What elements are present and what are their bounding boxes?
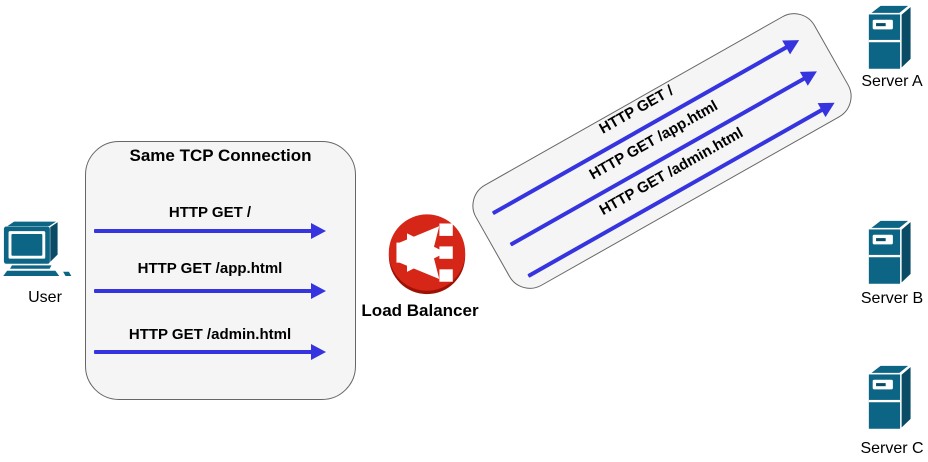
request-arrow-admin [94, 344, 326, 360]
user-label: User [28, 289, 62, 306]
arrow-head [817, 95, 839, 118]
arrow-shaft [94, 350, 315, 354]
arrow-head [311, 283, 326, 299]
user-computer-icon [3, 221, 73, 277]
server-a-label: Server A [861, 73, 923, 90]
request-label-admin: HTTP GET /admin.html [128, 326, 292, 343]
server-a-icon [865, 3, 915, 73]
request-label-app: HTTP GET /app.html [137, 260, 283, 277]
request-arrow-app [94, 283, 326, 299]
load-balancer-label: Load Balancer [361, 301, 479, 320]
grouped-requests-box: HTTP GET / HTTP GET /app.html HTTP GET /… [463, 4, 861, 298]
server-c-label: Server C [860, 440, 924, 457]
request-arrow-root [94, 223, 326, 239]
arrow-shaft [94, 229, 315, 233]
server-b-label: Server B [860, 290, 924, 307]
same-tcp-connection-box: Same TCP Connection HTTP GET / HTTP GET … [85, 141, 356, 400]
arrow-head [311, 223, 326, 239]
server-b-icon [865, 218, 915, 288]
request-label-root: HTTP GET / [168, 204, 252, 221]
arrow-shaft [94, 289, 315, 293]
arrow-head [311, 344, 326, 360]
tcp-box-title: Same TCP Connection [129, 146, 312, 165]
server-c-icon [865, 363, 915, 433]
load-balancer-icon [385, 212, 469, 298]
